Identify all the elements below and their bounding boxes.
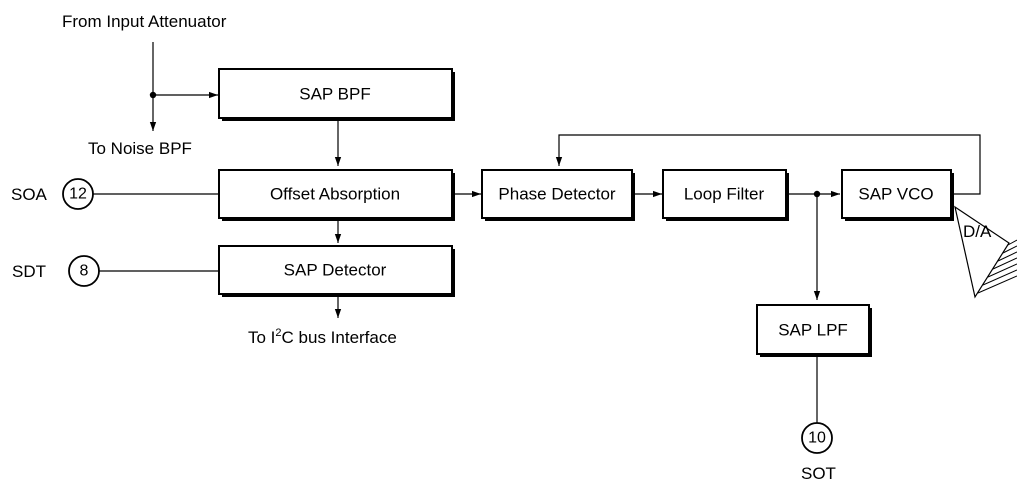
offset-absorption-block: Offset Absorption (218, 169, 455, 221)
sot-pin-name: SOT (801, 464, 836, 483)
soa-pin: 12 (62, 178, 94, 210)
da-converter: D/A (954, 205, 1017, 299)
soa-pin-name: SOA (11, 185, 48, 204)
vco-feedback-wire (555, 134, 981, 195)
sdt-pin-number: 8 (80, 263, 89, 280)
sap-detector-block: SAP Detector (218, 245, 455, 297)
from-input-attenuator-label: From Input Attenuator (62, 12, 227, 31)
sap-bpf-label: SAP BPF (299, 85, 371, 104)
phase-detector-block: Phase Detector (481, 169, 635, 221)
sap-bpf-block: SAP BPF (218, 68, 455, 121)
sdt-pin-name: SDT (12, 262, 46, 281)
sdt-pin: 8 (68, 255, 100, 287)
sap-vco-label: SAP VCO (858, 185, 933, 204)
sap-detector-label: SAP Detector (284, 261, 387, 280)
sap-vco-block: SAP VCO (841, 169, 954, 221)
da-label: D/A (963, 222, 992, 241)
sap-lpf-block: SAP LPF (756, 304, 872, 357)
loop-filter-block: Loop Filter (662, 169, 789, 221)
sot-pin: 10 (801, 422, 833, 454)
i2c-superscript: 2 (275, 327, 281, 339)
sot-pin-number: 10 (808, 430, 826, 447)
to-noise-bpf-label: To Noise BPF (88, 139, 192, 158)
soa-pin-number: 12 (69, 186, 87, 203)
phase-detector-label: Phase Detector (498, 185, 616, 204)
loop-filter-label: Loop Filter (684, 185, 765, 204)
da-hatch (977, 239, 1017, 294)
offset-absorption-label: Offset Absorption (270, 185, 400, 204)
sap-lpf-label: SAP LPF (778, 321, 848, 340)
to-i2c-bus-label: To I2C bus Interface (248, 327, 397, 347)
